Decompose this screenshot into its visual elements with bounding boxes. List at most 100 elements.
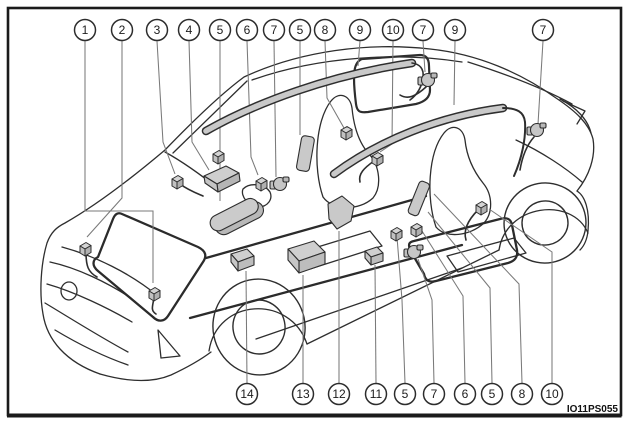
rear-floor-loop <box>407 217 519 283</box>
leader-line-7 <box>422 40 426 73</box>
callout-circle <box>110 18 134 42</box>
callout-number: 14 <box>240 387 254 401</box>
impact-sensor-cube <box>371 152 384 167</box>
callout-number: 4 <box>186 23 193 37</box>
callout-8: 8 <box>313 18 337 42</box>
callout-number: 10 <box>386 23 400 37</box>
headlight-line-1 <box>49 261 132 299</box>
seat-rail-rear <box>446 237 527 273</box>
front-wheel-hub <box>232 299 286 355</box>
leader-line-6 <box>246 40 259 176</box>
tunnel-member <box>204 194 428 260</box>
wire-sensor-3 <box>179 183 204 197</box>
hatch-crease <box>467 61 573 105</box>
callout-number: 12 <box>332 387 346 401</box>
callout-circle <box>348 18 372 42</box>
callout-number: 8 <box>519 387 526 401</box>
body-outline <box>40 46 595 375</box>
impact-sensor-cube <box>475 201 488 216</box>
leader-line-2 <box>86 41 123 238</box>
side-airbag-near <box>295 135 315 172</box>
callout-5: 5 <box>480 382 504 406</box>
callout-7: 7 <box>262 18 286 42</box>
rear-wheel-arch <box>498 209 589 251</box>
a-pillar-inner <box>172 80 248 154</box>
wheels <box>212 182 587 376</box>
belt-pretensioner <box>417 72 438 88</box>
wire-pretensioner-roof <box>399 86 427 98</box>
front-seat-outline <box>316 94 380 209</box>
callout-number: 7 <box>271 23 278 37</box>
callout-number: 5 <box>217 23 224 37</box>
impact-sensor-cube <box>390 227 403 242</box>
impact-sensor-cube <box>410 223 423 238</box>
callout-6: 6 <box>235 18 259 42</box>
leader-line-8 <box>433 193 523 384</box>
door-sill-line <box>255 267 463 340</box>
callout-number: 1 <box>82 23 89 37</box>
leader-line-7 <box>537 40 544 125</box>
curtain-airbag-left <box>203 60 415 134</box>
callout-circle <box>411 18 435 42</box>
belt-pretensioner <box>269 176 290 192</box>
callout-9: 9 <box>348 18 372 42</box>
callout-1: 1 <box>73 18 97 42</box>
callout-number: 7 <box>540 23 547 37</box>
callout-10: 10 <box>540 382 564 406</box>
callout-circle <box>288 18 312 42</box>
leader-line-10 <box>488 208 553 383</box>
callout-circle <box>262 18 286 42</box>
wire-retractor-far <box>358 160 375 183</box>
knee-airbag <box>327 195 355 230</box>
belt-pretensioner <box>403 244 424 260</box>
callout-circle <box>313 18 337 42</box>
callout-circle <box>327 382 351 406</box>
leader-line-9 <box>453 40 456 106</box>
callout-number: 11 <box>370 387 383 401</box>
floor-sensor-box <box>230 248 255 272</box>
callout-7: 7 <box>422 382 446 406</box>
callout-number: 2 <box>119 23 126 37</box>
callout-5: 5 <box>288 18 312 42</box>
callout-circle <box>443 18 467 42</box>
front-seat-airbag-near <box>209 197 265 236</box>
callout-number: 6 <box>244 23 251 37</box>
callout-7: 7 <box>411 18 435 42</box>
callout-number: 5 <box>297 23 304 37</box>
headlight-line-2 <box>46 283 133 323</box>
front-emblem <box>60 281 78 301</box>
figure-code-label: IO11PS055 <box>567 404 619 415</box>
callout-number: 6 <box>462 387 469 401</box>
callout-circle <box>291 382 315 406</box>
front-wheel-arch <box>208 308 308 352</box>
callout-circle <box>510 382 534 406</box>
callout-10: 10 <box>381 18 405 42</box>
callout-12: 12 <box>327 382 351 406</box>
callout-number: 7 <box>420 23 427 37</box>
airbag-ecu <box>287 240 326 274</box>
callout-circle <box>453 382 477 406</box>
side-airbag-far <box>407 180 430 217</box>
instrument-panel-airbag <box>203 165 241 193</box>
impact-sensor-cube <box>255 177 268 192</box>
callout-number: 9 <box>452 23 459 37</box>
callout-circle <box>364 382 388 406</box>
callout-circle <box>381 18 405 42</box>
front-floor-loop <box>92 212 207 322</box>
curtain-airbag-left-outline <box>201 58 417 136</box>
srs-components <box>79 72 547 302</box>
callout-circle <box>73 18 97 42</box>
leader-line-11 <box>374 264 377 384</box>
callout-6: 6 <box>453 382 477 406</box>
callout-number: 13 <box>296 387 310 401</box>
callout-5: 5 <box>208 18 232 42</box>
callout-circle <box>393 382 417 406</box>
callout-circle <box>177 18 201 42</box>
leader-line-5 <box>396 236 406 384</box>
hood-crease <box>61 246 159 297</box>
impact-sensor-cube <box>171 175 184 190</box>
leader-line-8 <box>324 40 345 129</box>
